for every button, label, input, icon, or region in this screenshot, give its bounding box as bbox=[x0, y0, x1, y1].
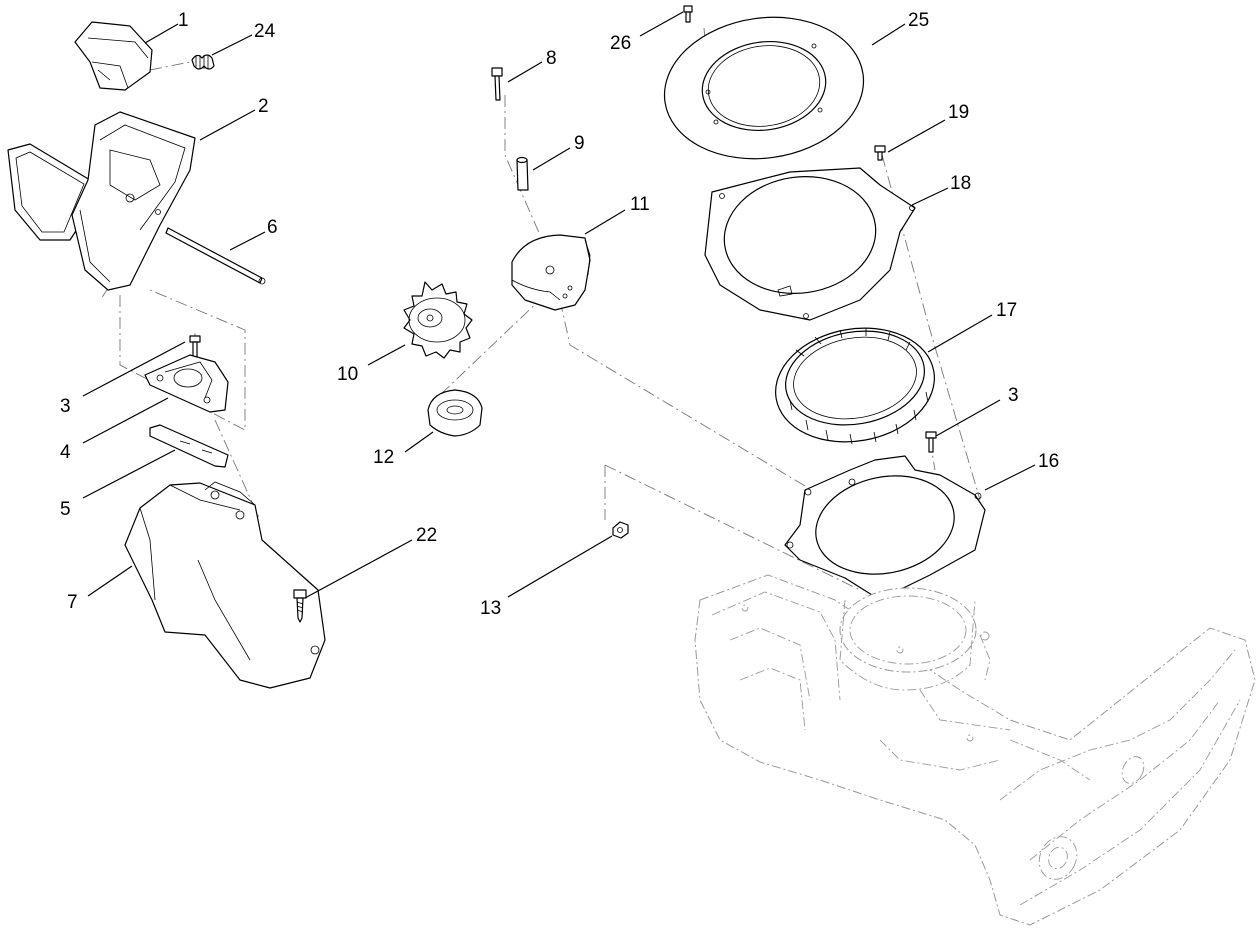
callout-17: 17 bbox=[996, 300, 1017, 321]
part-19-bolt bbox=[874, 145, 886, 161]
part-3-bolt-right bbox=[925, 431, 937, 453]
callout-3-right: 3 bbox=[1008, 385, 1019, 406]
callout-labels: 1 24 2 6 3 4 5 7 22 8 9 11 10 12 13 26 2… bbox=[60, 10, 1059, 619]
callout-18: 18 bbox=[950, 173, 971, 194]
part-9-spacer bbox=[516, 156, 529, 191]
callout-22: 22 bbox=[416, 525, 437, 546]
part-5-wear-strip bbox=[149, 424, 229, 468]
part-24-spring bbox=[191, 54, 215, 70]
part-12-bearing-cup bbox=[427, 389, 483, 437]
part-8-long-bolt bbox=[491, 67, 503, 101]
part-18-mounting-plate bbox=[704, 167, 916, 321]
callout-7: 7 bbox=[67, 592, 78, 613]
part-16-lower-mount bbox=[784, 455, 986, 601]
callout-1: 1 bbox=[178, 10, 189, 31]
callout-10: 10 bbox=[337, 364, 358, 385]
leader-lines bbox=[82, 11, 1036, 599]
part-1-deflector-handle bbox=[74, 21, 153, 91]
part-2-upper-deflector bbox=[7, 111, 196, 291]
part-6-pivot-pin bbox=[165, 227, 266, 285]
part-17-toothed-ring bbox=[775, 327, 935, 445]
callout-16: 16 bbox=[1038, 451, 1059, 472]
callout-8: 8 bbox=[546, 48, 557, 69]
callout-25: 25 bbox=[908, 10, 929, 31]
callout-12: 12 bbox=[373, 447, 394, 468]
callout-19: 19 bbox=[948, 102, 969, 123]
auger-housing-ghost bbox=[694, 574, 1256, 926]
callout-4: 4 bbox=[60, 442, 71, 463]
part-26-screw bbox=[683, 5, 693, 23]
callout-26: 26 bbox=[610, 33, 631, 54]
callout-24: 24 bbox=[254, 21, 276, 42]
part-10-gear bbox=[403, 281, 473, 359]
callout-11: 11 bbox=[630, 194, 650, 215]
callout-9: 9 bbox=[574, 133, 585, 154]
part-11-gear-housing bbox=[511, 234, 591, 311]
callout-2: 2 bbox=[258, 96, 269, 117]
part-7-chute-body bbox=[124, 481, 326, 689]
part-13-hex-nut bbox=[612, 521, 629, 539]
callout-3-left: 3 bbox=[60, 396, 71, 417]
callout-5: 5 bbox=[60, 499, 71, 520]
part-25-top-ring bbox=[663, 16, 865, 160]
part-4-pivot-bracket bbox=[144, 354, 229, 413]
callout-13: 13 bbox=[480, 598, 501, 619]
callout-6: 6 bbox=[267, 217, 278, 238]
